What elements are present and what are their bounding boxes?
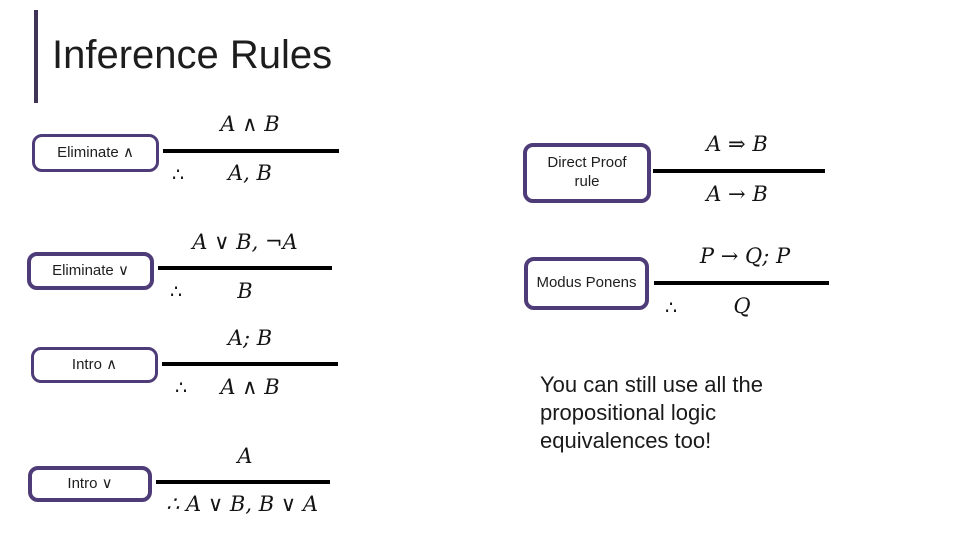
- rule-box-direct-proof: Direct Proof rule: [523, 143, 651, 203]
- rule-conclusion: A, B: [228, 161, 272, 185]
- rule-label: Intro ∧: [71, 355, 118, 373]
- rule-conclusion: A ∧ B: [220, 375, 280, 399]
- therefore-symbol: ∴: [170, 281, 183, 303]
- rule-label: Modus Ponens: [536, 274, 637, 292]
- rule-box-eliminate-or: Eliminate ∨: [27, 252, 154, 290]
- rule-box-intro-or: Intro ∨: [28, 466, 152, 502]
- rule-inference-line: [653, 169, 825, 173]
- rule-premise: P → Q; P: [699, 244, 791, 268]
- rule-conclusion: Q: [733, 294, 751, 318]
- rule-inference-line: [654, 281, 829, 285]
- rule-inference-line: [158, 266, 332, 270]
- rule-conclusion: A → B: [706, 182, 768, 206]
- rule-premise: A: [237, 444, 253, 468]
- note-text: You can still use all the propositional …: [540, 372, 763, 454]
- rule-premise: A; B: [227, 326, 273, 350]
- rule-label: Eliminate ∨: [52, 261, 129, 279]
- therefore-symbol: ∴: [665, 297, 678, 319]
- rule-conclusion: B: [237, 279, 253, 303]
- title-accent-bar: [34, 10, 38, 103]
- rule-box-eliminate-and: Eliminate ∧: [32, 134, 159, 172]
- rule-inference-line: [162, 362, 338, 366]
- page-title: Inference Rules: [52, 33, 333, 77]
- rule-label: Direct Proof rule: [547, 154, 627, 190]
- therefore-symbol: ∴: [175, 377, 188, 399]
- rule-label: Eliminate ∧: [57, 143, 134, 161]
- rule-box-intro-and: Intro ∧: [31, 347, 158, 383]
- rule-conclusion: ∴ A ∨ B, B ∨ A: [165, 492, 319, 516]
- rule-inference-line: [156, 480, 330, 484]
- therefore-symbol: ∴: [172, 164, 185, 186]
- rule-inference-line: [163, 149, 339, 153]
- rule-label: Intro ∨: [67, 474, 113, 492]
- rule-box-modus-ponens: Modus Ponens: [524, 257, 649, 310]
- rule-premise: A ∨ B, ¬A: [192, 230, 298, 254]
- rule-premise: A ⇒ B: [706, 132, 768, 156]
- rule-premise: A ∧ B: [220, 112, 280, 136]
